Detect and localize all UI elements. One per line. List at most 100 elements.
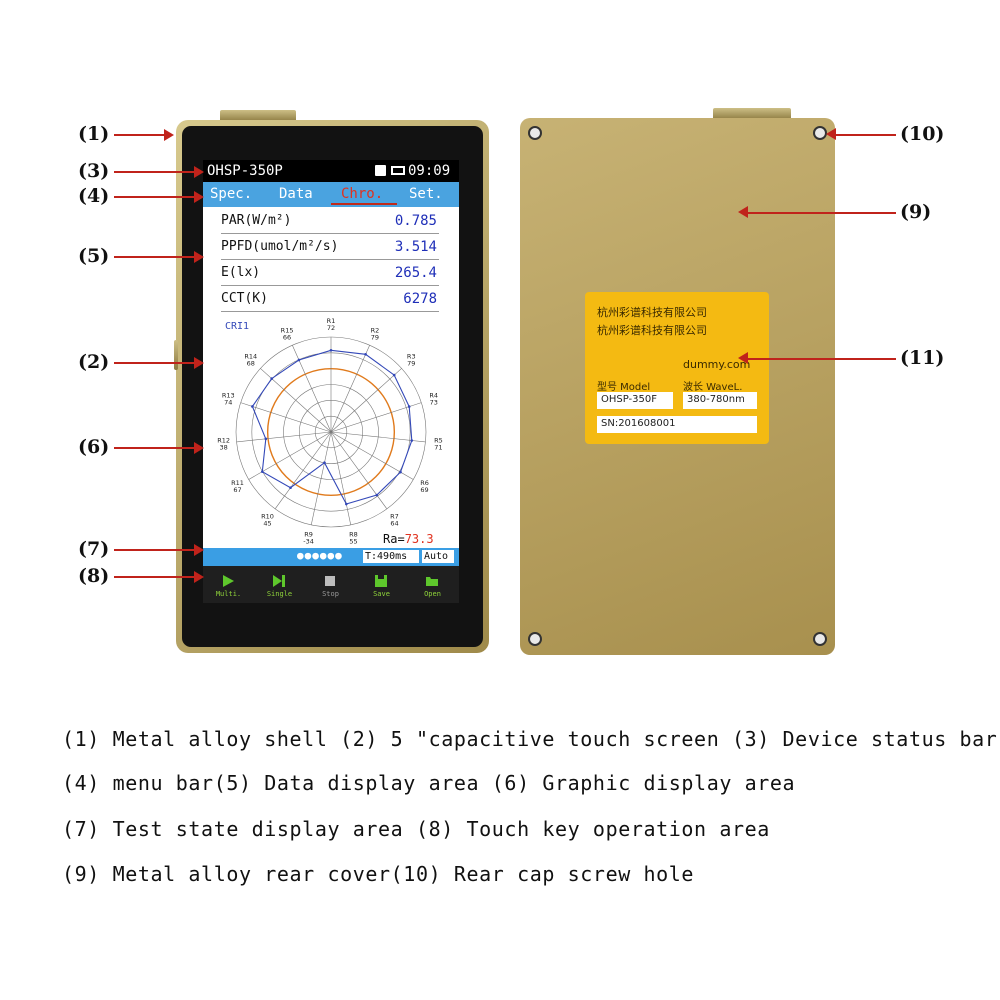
radar-value-label: 72 — [327, 324, 335, 332]
callout-1: (1) — [78, 123, 110, 145]
radar-value-label: 69 — [420, 486, 428, 494]
radar-spoke — [310, 431, 332, 525]
key-label: Open — [424, 590, 441, 598]
front-connector — [220, 110, 296, 122]
device-status-bar: OHSP-350P 09:09 — [203, 160, 459, 182]
radar-data-point — [392, 373, 396, 377]
stop-icon — [325, 576, 335, 586]
radar-category-label: R12 — [217, 436, 230, 444]
radar-category-label: R13 — [222, 392, 235, 400]
caption-line-2: (4) menu bar(5) Data display area (6) Gr… — [62, 771, 796, 795]
tab-chro[interactable]: Chro. — [341, 186, 384, 202]
progress-dots: ●●●●●● — [297, 549, 343, 562]
back-connector — [713, 108, 791, 120]
data-value: 0.785 — [394, 213, 437, 229]
radar-data-point — [297, 358, 301, 362]
radar-category-label: R9 — [304, 531, 313, 539]
callout-2: (2) — [78, 351, 110, 373]
arrow-head-icon — [194, 191, 204, 203]
radar-data-point — [289, 486, 292, 490]
caption-line-3: (7) Test state display area (8) Touch ke… — [62, 817, 770, 841]
sticker-serial-number: SN:201608001 — [597, 416, 757, 433]
radar-category-label: R5 — [434, 436, 443, 444]
sticker-wave-label: 波长 WaveL. — [683, 382, 743, 393]
save-icon — [375, 575, 387, 587]
callout-7: (7) — [78, 538, 110, 560]
radar-data-point — [364, 353, 367, 356]
model-name: OHSP-350P — [207, 163, 283, 179]
open-button[interactable]: Open — [407, 566, 458, 603]
radar-category-label: R4 — [429, 392, 438, 400]
screw-hole-icon — [813, 126, 827, 140]
radar-spoke — [330, 368, 402, 433]
radar-value-label: 38 — [219, 443, 227, 451]
radar-data-point — [345, 502, 348, 506]
battery-icon — [391, 166, 405, 175]
product-label: 杭州彩谱科技有限公司 杭州彩谱科技有限公司 dummy.com 型号 Model… — [585, 292, 769, 444]
radar-data-point — [399, 470, 402, 474]
data-value: 265.4 — [394, 265, 437, 281]
radar-category-label: R2 — [371, 326, 380, 334]
callout-9-arrow — [748, 212, 896, 214]
radar-data-point — [375, 493, 379, 497]
radar-category-label: R8 — [349, 531, 358, 539]
callout-8-arrow — [114, 576, 194, 578]
radar-data-point — [261, 470, 264, 473]
caption-line-4: (9) Metal alloy rear cover(10) Rear cap … — [62, 862, 695, 886]
callout-5-arrow — [114, 256, 194, 258]
radar-spoke — [330, 431, 426, 443]
single-button[interactable]: Single — [254, 566, 305, 603]
ra-label: Ra= — [383, 532, 405, 546]
key-label: Single — [266, 590, 293, 598]
callout-4: (4) — [78, 185, 110, 207]
callout-2-arrow — [114, 362, 194, 364]
radar-value-label: 79 — [371, 333, 379, 341]
test-time: T:490ms — [363, 550, 419, 563]
radar-value-label: 55 — [349, 538, 357, 546]
callout-6-arrow — [114, 447, 194, 449]
radar-spoke — [330, 402, 422, 433]
radar-data-point — [323, 461, 326, 464]
radar-data-point — [407, 405, 411, 408]
arrow-head-icon — [194, 544, 204, 556]
arrow-head-icon — [738, 206, 748, 218]
radar-spoke — [292, 345, 332, 433]
radar-value-label: 64 — [390, 519, 398, 527]
data-row-illuminance: E(lx) 265.4 — [221, 260, 439, 286]
folder-icon — [426, 577, 438, 586]
arrow-head-icon — [194, 571, 204, 583]
tab-data[interactable]: Data — [279, 186, 313, 202]
sticker-wave-value: 380-780nm — [683, 392, 757, 409]
storage-icon — [375, 165, 386, 176]
callout-4-arrow — [114, 196, 194, 198]
touch-screen[interactable]: OHSP-350P 09:09 Spec. Data Chro. Set. PA… — [203, 160, 459, 603]
radar-spoke — [240, 402, 332, 433]
data-label: PPFD(umol/m²/s) — [221, 239, 339, 254]
clock: 09:09 — [408, 163, 451, 179]
radar-spoke — [330, 431, 352, 525]
radar-title: CRI1 — [225, 321, 249, 332]
data-value: 3.514 — [394, 239, 437, 255]
callout-11: (11) — [900, 347, 945, 369]
radar-value-label: -34 — [303, 538, 314, 546]
sticker-model-label: 型号 Model — [597, 382, 651, 393]
mode-indicator[interactable]: Auto — [422, 550, 454, 563]
radar-value-label: 74 — [224, 399, 232, 407]
callout-5: (5) — [78, 245, 110, 267]
side-button — [174, 340, 178, 370]
multi-button[interactable]: Multi. — [203, 566, 254, 603]
stop-button[interactable]: Stop — [305, 566, 356, 603]
data-value: 6278 — [403, 291, 437, 307]
save-button[interactable]: Save — [356, 566, 407, 603]
radar-value-label: 79 — [407, 360, 415, 368]
tab-spec[interactable]: Spec. — [210, 186, 253, 202]
radar-data-point — [264, 437, 268, 441]
radar-category-label: R10 — [261, 512, 274, 520]
arrow-head-icon — [194, 357, 204, 369]
callout-7-arrow — [114, 549, 194, 551]
callout-10-arrow — [836, 134, 896, 136]
tab-set[interactable]: Set. — [409, 186, 443, 202]
callout-10: (10) — [900, 123, 945, 145]
data-label: PAR(W/m²) — [221, 213, 292, 228]
